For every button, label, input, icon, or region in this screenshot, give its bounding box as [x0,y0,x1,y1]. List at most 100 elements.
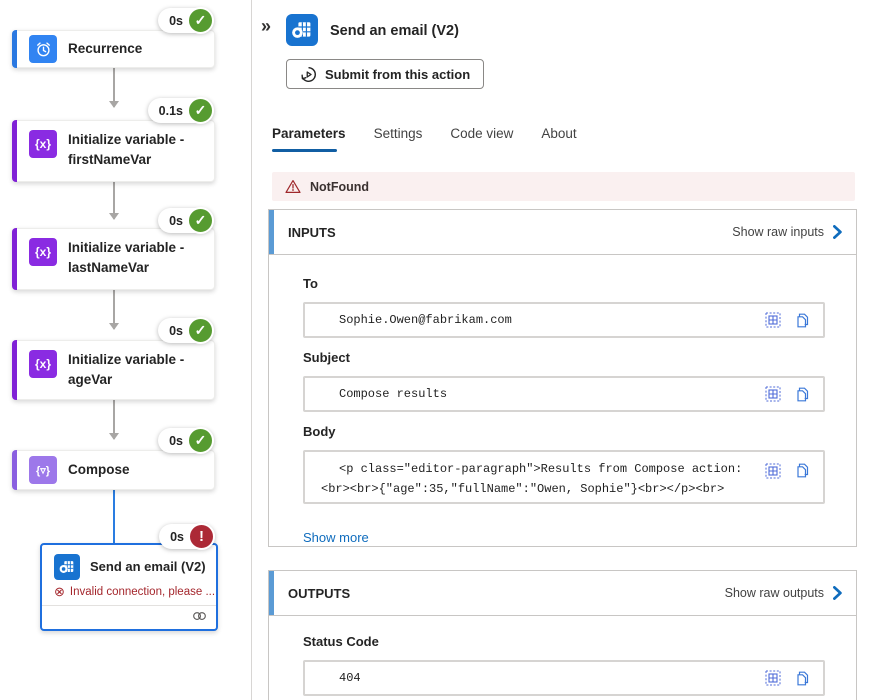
success-check-icon: ✓ [187,97,214,124]
success-check-icon: ✓ [187,317,214,344]
node-title-line1: Initialize variable - [68,132,185,147]
inputs-header: INPUTS Show raw inputs [269,210,856,255]
duration-badge: 0s ✓ [158,207,214,234]
body-field: <p class="editor-paragraph">Results from… [303,450,825,504]
node-title-line2: ageVar [68,371,113,387]
flow-canvas: Recurrence {x} Initialize variable - fir… [0,0,252,700]
copy-icon[interactable] [795,312,811,329]
show-in-table-icon[interactable] [765,670,781,686]
body-value: <p class="editor-paragraph">Results from… [321,459,742,499]
show-raw-outputs-label: Show raw outputs [724,586,824,600]
node-title-line1: Initialize variable - [68,352,185,367]
duration-label: 0s [169,433,183,448]
connector-line-selected [113,490,115,543]
section-accent-bar [269,210,274,254]
node-initialize-agevar[interactable]: {x} Initialize variable - ageVar [12,340,215,400]
node-compose[interactable]: {▿} Compose [12,450,215,490]
status-code-field: 404 [303,660,825,696]
tab-settings[interactable]: Settings [373,126,423,141]
error-banner: NotFound [272,172,855,201]
section-accent-bar [269,571,274,615]
show-in-table-icon[interactable] [765,386,781,402]
variable-icon: {x} [29,238,57,266]
duration-label: 0s [170,529,184,544]
body-value-line1: <p class="editor-paragraph">Results from… [339,462,743,476]
duration-badge: 0s ! [159,523,215,550]
variable-icon: {x} [29,130,57,158]
recurrence-clock-icon [29,35,57,63]
copy-icon[interactable] [795,670,811,687]
show-raw-inputs-label: Show raw inputs [732,225,824,239]
tab-code-view[interactable]: Code view [450,126,514,141]
field-label-to: To [303,276,318,291]
node-error-text: Invalid connection, please ... [69,585,216,598]
tab-about[interactable]: About [541,126,577,141]
node-footer [42,605,216,629]
node-send-an-email[interactable]: Send an email (V2) ⊗ Invalid connection,… [40,543,218,631]
outputs-header: OUTPUTS Show raw outputs [269,571,856,616]
copy-icon[interactable] [795,462,811,479]
resubmit-icon [300,66,317,83]
tab-parameters[interactable]: Parameters [272,126,346,141]
active-tab-underline [272,149,337,152]
node-accent-bar [12,450,17,490]
chevron-right-icon [833,225,842,239]
collapse-panel-icon[interactable]: » [261,16,272,36]
show-raw-outputs-link[interactable]: Show raw outputs [725,586,842,600]
error-circle-x-icon: ⊗ [54,585,65,599]
compose-icon: {▿} [29,456,57,484]
inputs-body: To Sophie.Owen@fabrikam.com Subject Comp… [269,255,856,547]
node-title: Send an email (V2) [90,558,206,574]
success-check-icon: ✓ [187,427,214,454]
error-banner-text: NotFound [310,179,370,194]
connector-line [109,400,119,440]
node-title: Initialize variable - firstNameVar [68,130,184,169]
subject-field: Compose results [303,376,825,412]
variable-icon: {x} [29,350,57,378]
duration-label: 0s [169,213,183,228]
copy-icon[interactable] [795,386,811,403]
inputs-section: INPUTS Show raw inputs To Sophie.Owen@fa… [268,209,857,547]
show-raw-inputs-link[interactable]: Show raw inputs [732,225,842,239]
outlook-icon [286,14,318,46]
status-code-value: 404 [339,671,361,685]
duration-label: 0s [169,13,183,28]
node-initialize-firstnamevar[interactable]: {x} Initialize variable - firstNameVar [12,120,215,182]
to-field: Sophie.Owen@fabrikam.com [303,302,825,338]
subject-value: Compose results [339,387,448,401]
show-in-table-icon[interactable] [765,463,781,479]
field-label-body: Body [303,424,336,439]
field-label-subject: Subject [303,350,350,365]
node-accent-bar [12,30,17,68]
chevron-right-icon [833,586,842,600]
duration-badge: 0s ✓ [158,427,214,454]
success-check-icon: ✓ [187,207,214,234]
duration-label: 0.1s [158,103,183,118]
to-value: Sophie.Owen@fabrikam.com [339,313,512,327]
connector-line [109,68,119,108]
show-in-table-icon[interactable] [765,312,781,328]
connection-rings-icon[interactable] [192,609,207,627]
node-title-line2: firstNameVar [68,151,152,167]
outputs-section: OUTPUTS Show raw outputs Status Code 404 [268,570,857,700]
inputs-heading: INPUTS [288,224,336,240]
node-recurrence[interactable]: Recurrence [12,30,215,68]
show-more-link[interactable]: Show more [303,530,369,545]
success-check-icon: ✓ [187,7,214,34]
duration-badge: 0s ✓ [158,7,214,34]
panel-title: Send an email (V2) [330,23,459,39]
outlook-icon [54,554,80,580]
duration-badge: 0.1s ✓ [147,97,214,124]
outputs-body: Status Code 404 [269,616,856,696]
node-accent-bar [12,120,17,182]
field-label-status-code: Status Code [303,634,379,649]
submit-from-action-button[interactable]: Submit from this action [286,59,485,89]
node-initialize-lastnamevar[interactable]: {x} Initialize variable - lastNameVar [12,228,215,290]
node-title: Compose [68,462,130,478]
node-title-line2: lastNameVar [68,259,150,275]
warning-triangle-icon [285,179,301,194]
node-title: Initialize variable - ageVar [68,350,184,389]
body-value-line2: <br><br>{"age":35,"fullName":"Owen, Soph… [321,482,725,496]
node-error-message: ⊗ Invalid connection, please ... [42,585,216,605]
node-accent-bar [12,340,17,400]
